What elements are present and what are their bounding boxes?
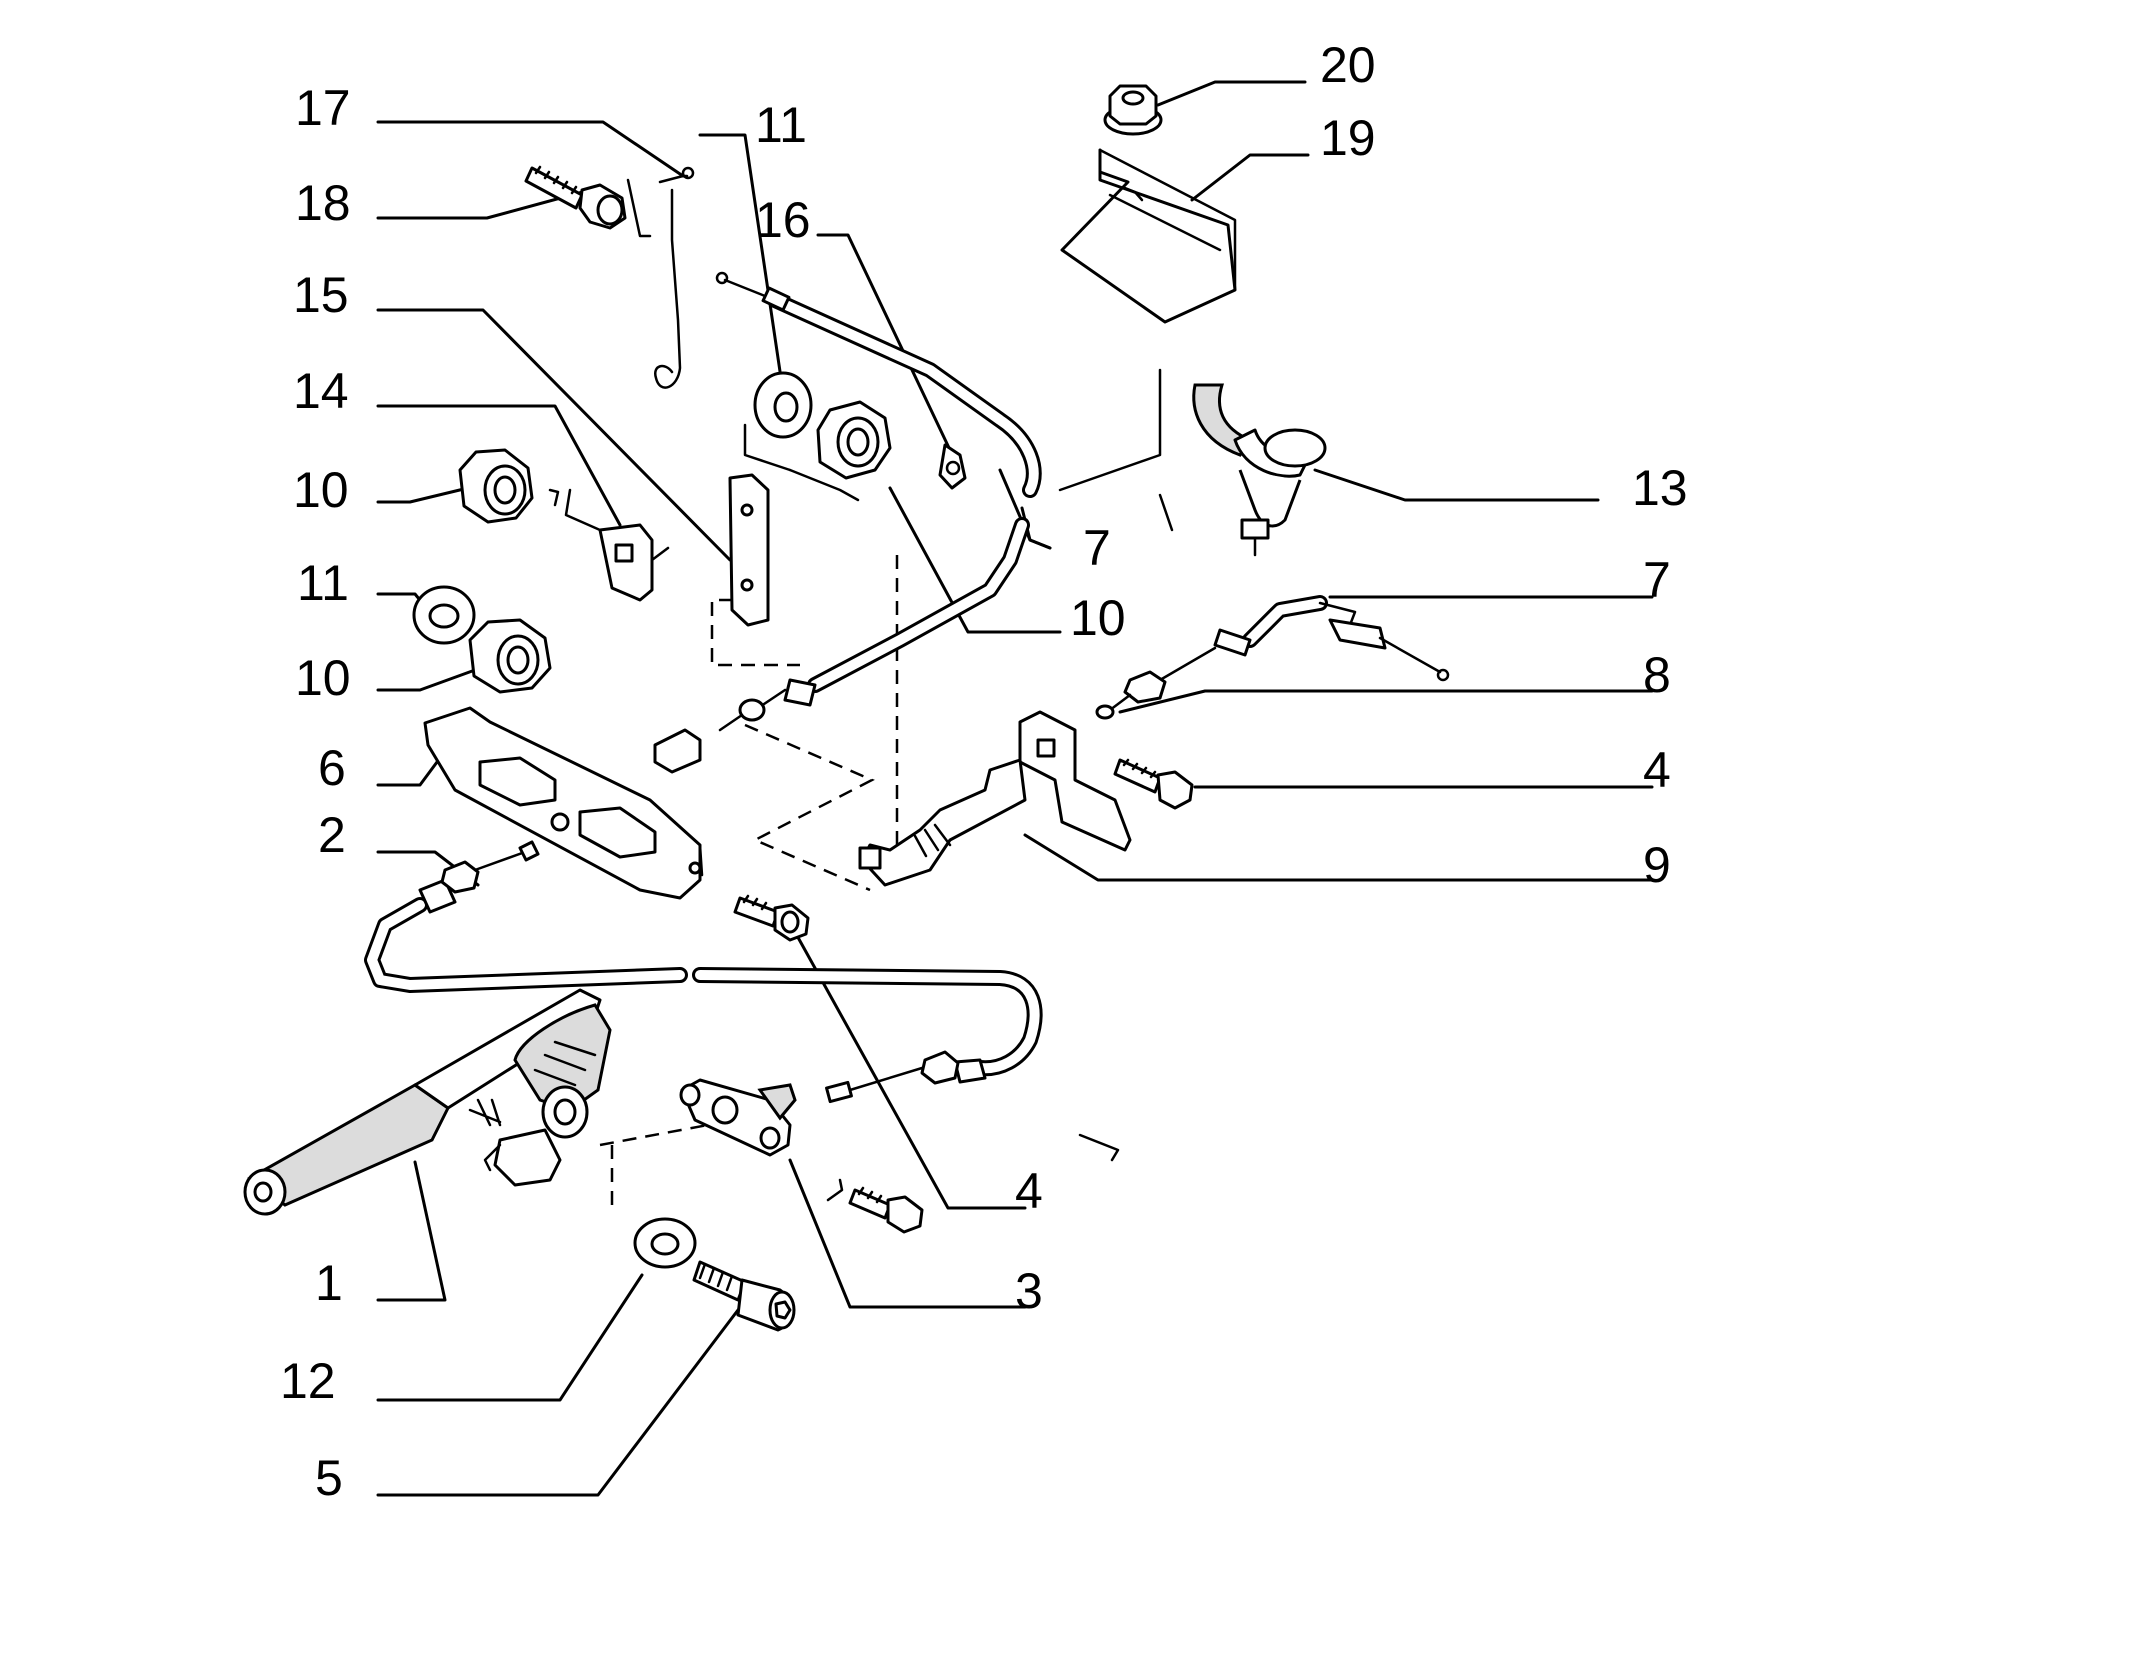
part-19-bracket	[1060, 148, 1237, 324]
callout-3: 3	[1015, 1263, 1043, 1319]
part-10-nut-upper	[816, 400, 892, 480]
part-18-bolt	[524, 165, 627, 230]
callout-2: 2	[318, 807, 346, 863]
callout-4: 4	[1643, 742, 1671, 798]
part-3-equalizer-plate	[679, 1078, 797, 1157]
callout-15: 15	[293, 267, 349, 323]
callout-7: 7	[1083, 520, 1111, 576]
part-15-plate	[728, 473, 770, 627]
callout-16: 16	[755, 192, 811, 248]
callout-14: 14	[293, 363, 349, 419]
assembly-guide-lines	[548, 368, 1174, 1210]
part-7-cable-upper	[715, 271, 1042, 498]
callout-6: 6	[318, 740, 346, 796]
callout-19: 19	[1320, 110, 1376, 166]
part-11-washer-upper	[753, 371, 813, 439]
part-8-bracket	[1018, 710, 1132, 852]
callout-1: 1	[315, 1255, 343, 1311]
part-14-clamp	[564, 488, 670, 602]
part-11-washer-left	[412, 585, 476, 645]
callout-10: 10	[1070, 590, 1126, 646]
part-7-cable-middle	[653, 517, 1030, 774]
callout-7: 7	[1643, 552, 1671, 608]
callout-10: 10	[295, 650, 351, 706]
callout-11: 11	[755, 97, 807, 153]
callout-20: 20	[1320, 37, 1376, 93]
callout-5: 5	[315, 1450, 343, 1506]
part-16-cable-tie	[938, 443, 967, 490]
part-6-lever-housing	[423, 706, 704, 900]
leader-lines	[376, 80, 1654, 1497]
part-4-bolt-middle	[733, 894, 810, 942]
part-7-cable-right	[1095, 595, 1450, 720]
callout-labels: 17 18 15 14 10 11 10 6 2 1 12 5 11 16 20…	[280, 37, 1688, 1506]
part-10-nut-left-lower	[468, 618, 552, 694]
callout-18: 18	[295, 175, 351, 231]
part-4-bolt-lower	[848, 1186, 924, 1234]
callout-8: 8	[1643, 647, 1671, 703]
callout-9: 9	[1643, 837, 1671, 893]
part-17-spring-wire	[626, 166, 695, 389]
callout-17: 17	[295, 80, 351, 136]
part-10-nut-left-upper	[458, 448, 534, 524]
part-2-cable-long	[364, 840, 1043, 1104]
callout-10: 10	[293, 462, 349, 518]
callout-12: 12	[280, 1353, 336, 1409]
callout-4: 4	[1015, 1163, 1043, 1219]
callout-13: 13	[1632, 460, 1688, 516]
part-4-bolt-upper	[1113, 758, 1194, 810]
part-13-cable-clip	[1192, 383, 1327, 557]
part-1-handbrake-lever	[243, 988, 612, 1216]
callout-11: 11	[297, 555, 349, 611]
part-9-bracket	[858, 758, 1027, 887]
part-5-socket-bolt	[692, 1260, 796, 1332]
part-20-flange-nut	[1103, 84, 1163, 136]
part-12-washer	[633, 1217, 697, 1269]
